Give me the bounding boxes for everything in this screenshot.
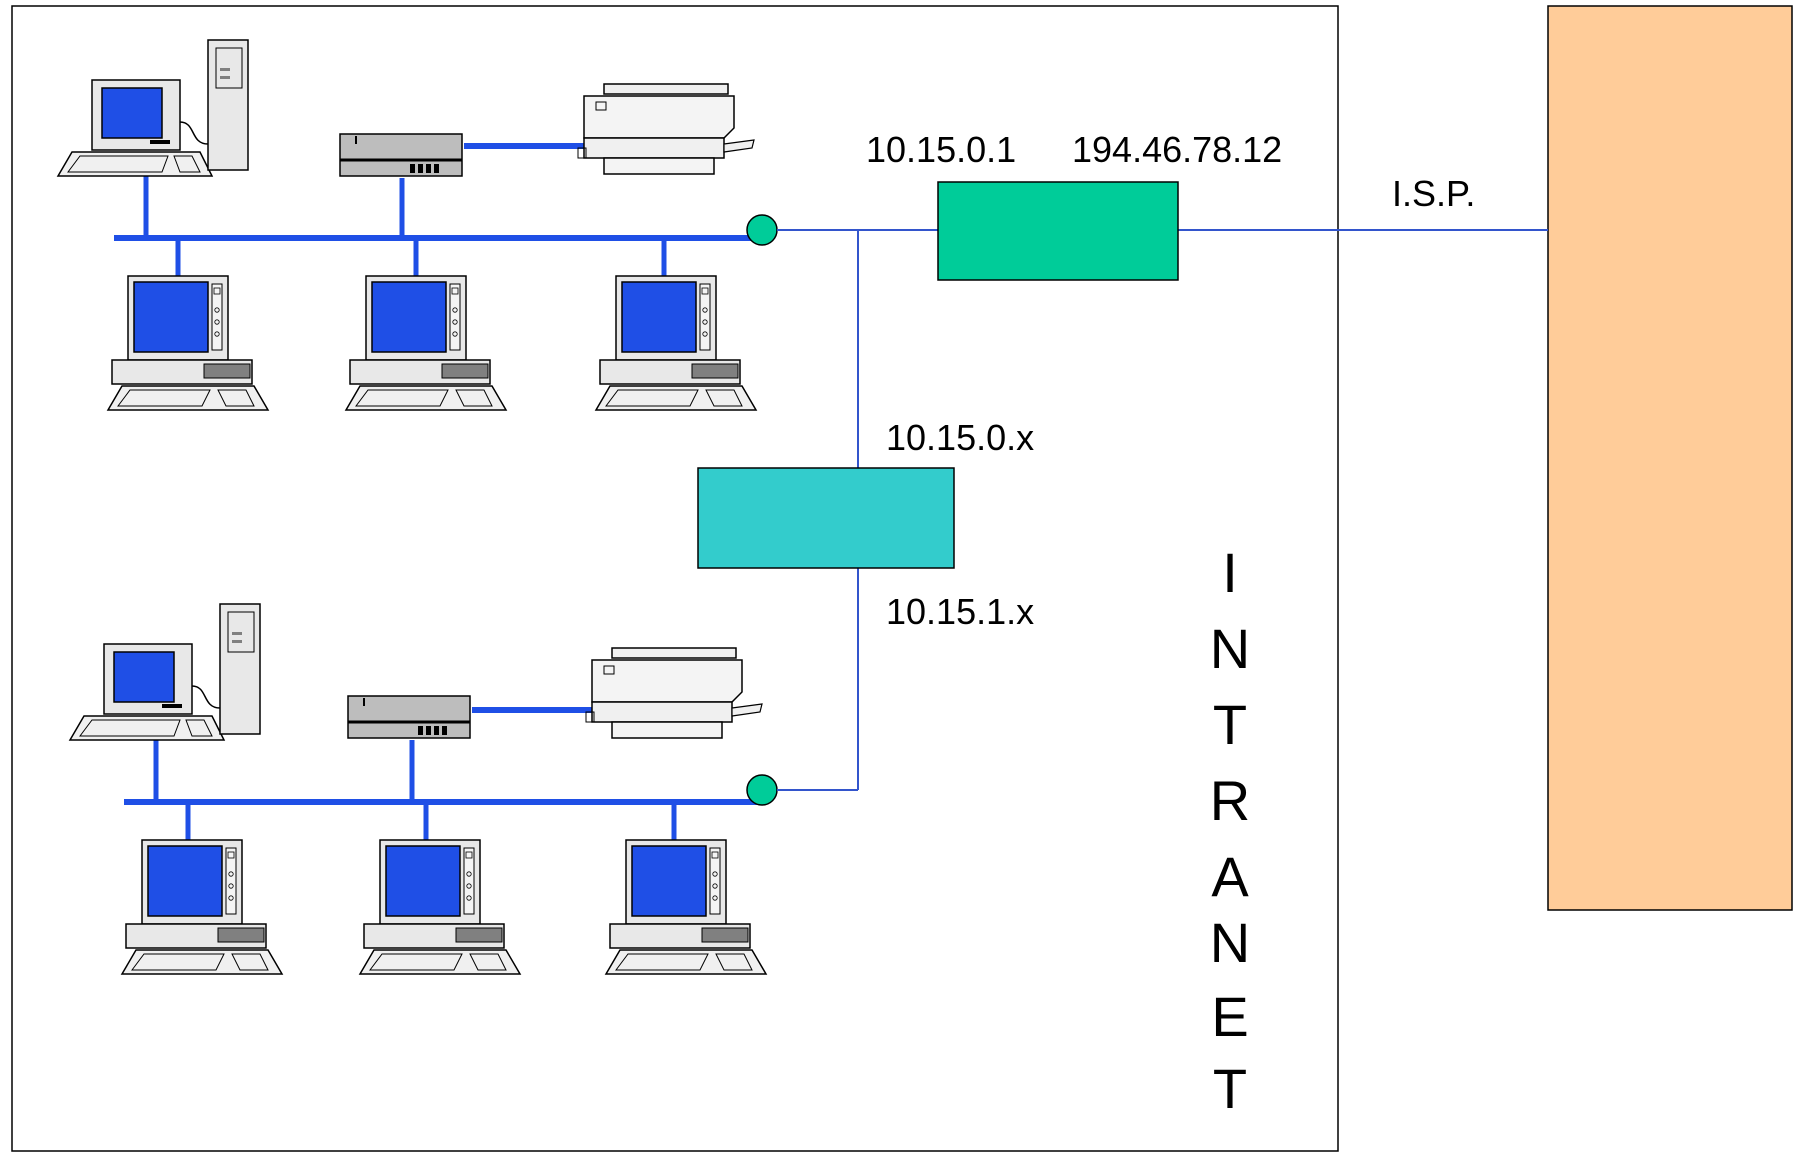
intranet-vertical-label: I N T R A N E T xyxy=(1210,541,1250,1120)
terminal-computer-icon xyxy=(359,839,521,975)
intranet-letter: T xyxy=(1213,1057,1247,1120)
lower-lan xyxy=(69,603,778,975)
intranet-letter: N xyxy=(1210,911,1250,974)
terminal-computer-icon xyxy=(121,839,283,975)
intranet-letter: N xyxy=(1210,617,1250,680)
router-outer-ip-label: 194.46.78.12 xyxy=(1072,129,1282,170)
intranet-letter: I xyxy=(1222,541,1238,604)
intranet-letter: R xyxy=(1210,769,1250,832)
terminal-computer-icon xyxy=(107,275,269,411)
upper-lan xyxy=(57,39,778,411)
network-hub-icon xyxy=(346,694,472,740)
internet-router xyxy=(937,181,1179,281)
printer-icon xyxy=(577,83,755,175)
intranet-boundary xyxy=(11,5,1339,1152)
subnet-gateway xyxy=(697,467,955,569)
network-hub-icon xyxy=(338,132,464,178)
intranet-letter: E xyxy=(1211,985,1248,1048)
isp-label: I.S.P. xyxy=(1392,173,1475,214)
external-network-box xyxy=(1547,5,1793,911)
lower-subnet-label: 10.15.1.x xyxy=(886,591,1034,632)
workstation-icon xyxy=(69,603,261,741)
router-inner-ip-label: 10.15.0.1 xyxy=(866,129,1016,170)
lower-lan-node xyxy=(746,774,778,806)
intranet-letter: A xyxy=(1211,845,1249,908)
terminal-computer-icon xyxy=(345,275,507,411)
intranet-letter: T xyxy=(1213,693,1247,756)
upper-subnet-label: 10.15.0.x xyxy=(886,417,1034,458)
terminal-computer-icon xyxy=(605,839,767,975)
upper-lan-node xyxy=(746,214,778,246)
workstation-icon xyxy=(57,39,249,177)
terminal-computer-icon xyxy=(595,275,757,411)
printer-icon xyxy=(585,647,763,739)
backbone-links xyxy=(777,229,1548,791)
